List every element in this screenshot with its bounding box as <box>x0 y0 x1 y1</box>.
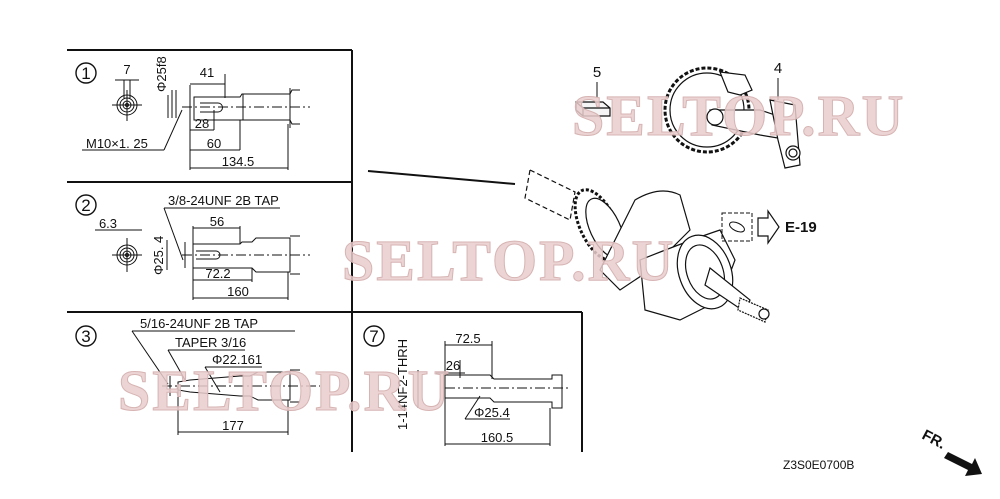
dim-28: 28 <box>195 116 209 131</box>
part-number-5: 5 <box>593 64 601 81</box>
watermark: SELTOP.RU <box>118 358 451 423</box>
dim-72-2: 72.2 <box>205 266 230 281</box>
variant-number-circle <box>75 194 97 216</box>
variant-number-circle <box>75 325 97 347</box>
key-width-dim: 6.3 <box>99 216 117 231</box>
dim-134-5: 134.5 <box>222 154 255 169</box>
dim-26: 26 <box>446 358 460 373</box>
thread-label: 5/16-24UNF 2B TAP <box>140 316 258 331</box>
thread-label: 3/8-24UNF 2B TAP <box>168 193 279 208</box>
dim-72-5: 72.5 <box>455 331 480 346</box>
dim-177: 177 <box>222 418 244 433</box>
variant-frame <box>67 49 583 452</box>
variant-3: 3 5/16-24UNF 2B TAP TAPER 3/16 Φ22.161 1… <box>75 316 320 435</box>
front-label: FR. <box>919 427 948 453</box>
diameter-label: Φ25.4 <box>474 405 510 420</box>
diameter-label: Φ22.161 <box>212 352 262 367</box>
dim-160: 160 <box>227 284 249 299</box>
diagram-code: Z3S0E0700B <box>783 458 854 472</box>
watermark: SELTOP.RU <box>342 228 675 293</box>
taper-label: TAPER 3/16 <box>175 335 246 350</box>
dim-41: 41 <box>200 65 214 80</box>
arrow-right-icon <box>757 209 780 245</box>
reference-e19[interactable]: E-19 <box>721 209 817 245</box>
variant-number-circle <box>75 62 97 84</box>
variant-2: 2 6.3 Φ25. 4 3/8-24UNF 2B TAP 56 72.2 <box>75 193 310 300</box>
variant-number: 3 <box>81 327 90 346</box>
crankshaft <box>524 169 770 323</box>
thread-label: 1-14NF2-THRH <box>395 339 410 430</box>
dim-160-5: 160.5 <box>481 430 514 445</box>
thread-label: M10×1. 25 <box>86 136 148 151</box>
variant-number: 2 <box>81 196 90 215</box>
front-indicator: FR. <box>919 427 982 476</box>
watermarks: SELTOP.RU SELTOP.RU SELTOP.RU <box>118 83 905 424</box>
watermark: SELTOP.RU <box>572 83 905 148</box>
variant-number-circle <box>363 325 385 347</box>
variant-number: 7 <box>369 327 378 346</box>
part-4-gear-assembly <box>663 66 801 169</box>
front-arrow-icon <box>944 452 982 476</box>
diameter-label: Φ25f8 <box>154 56 169 92</box>
part-number-4: 4 <box>774 60 782 77</box>
variant-number: 1 <box>81 64 90 83</box>
variant-7: 7 1-14NF2-THRH 72.5 26 Φ25.4 160.5 <box>363 325 570 446</box>
reference-label: E-19 <box>785 219 817 236</box>
dim-56: 56 <box>210 214 224 229</box>
diameter-label: Φ25. 4 <box>151 236 166 275</box>
part-5-key: 5 <box>575 64 611 117</box>
dim-60: 60 <box>207 136 221 151</box>
key-width-dim: 7 <box>123 62 130 77</box>
variant-1: 1 7 Φ25f8 <box>75 56 310 170</box>
leader-line <box>367 170 516 185</box>
